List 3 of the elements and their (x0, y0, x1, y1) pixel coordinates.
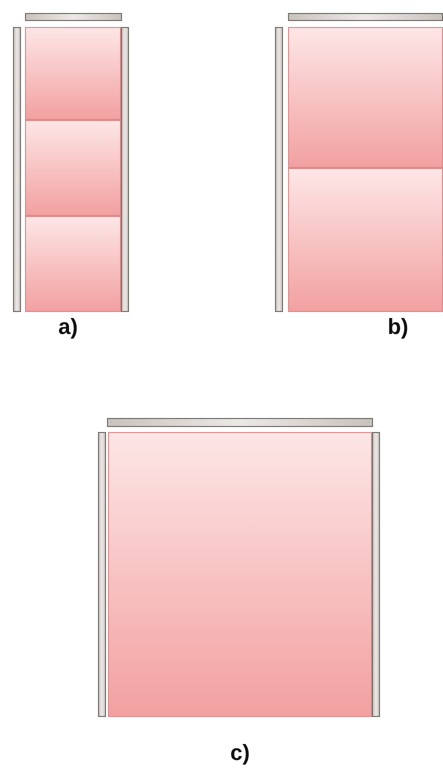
panel-label: a) (58, 314, 78, 340)
panel-label: c) (230, 740, 250, 766)
panel-label: b) (388, 314, 408, 340)
